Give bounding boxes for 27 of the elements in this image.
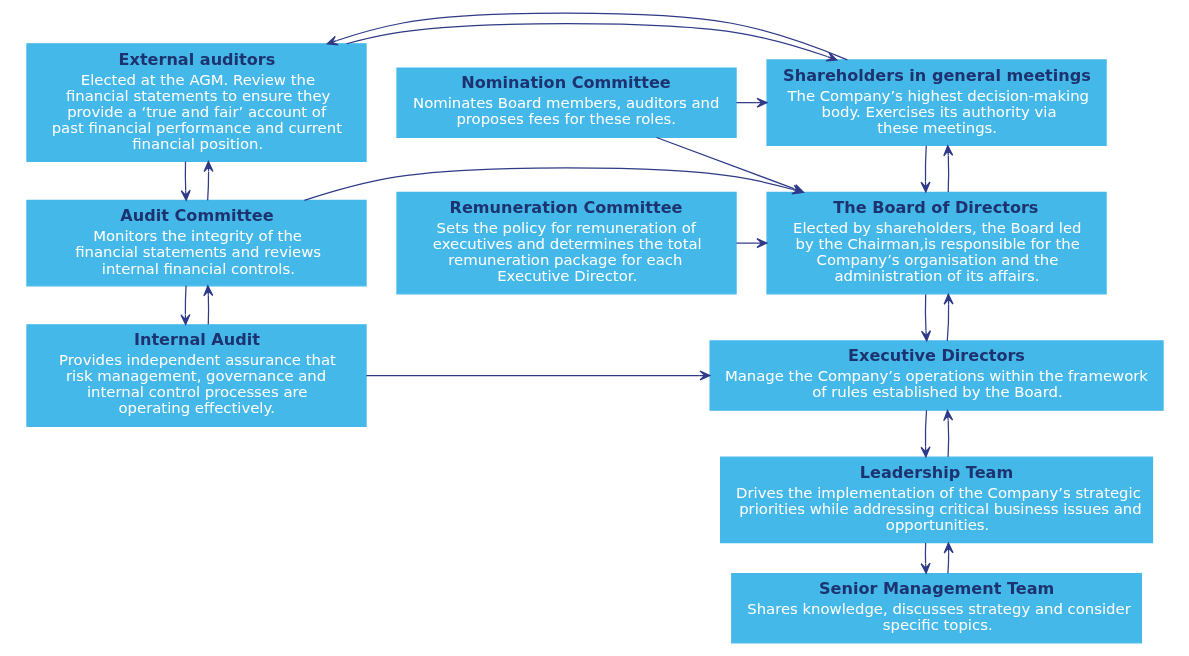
node-box: Nomination Committee Nominates Board members, auditors and proposes fees for these roles. [395,67,737,138]
node-box: Senior Management Team Shares knowledge, discusses strategy and consider specific topics. [730,572,1142,644]
arrow [943,293,954,342]
arrow [735,238,767,249]
arrow [920,409,931,458]
node-box: External auditors Elected at the AGM. Review the financial statements to ensure they provide a ‘true and fair’ account of past financial performance and current financial position. [25,43,367,163]
node-box: Audit Committee Monitors the integrity of the financial statements and reviews internal financial controls. [25,199,367,287]
node-box: Internal Audit Provides independent assurance that risk management, governance and internal control processes are operating effectively. [25,324,367,427]
arrow [920,542,931,574]
arrow [203,161,214,201]
arrow [943,542,954,574]
arrow [735,97,767,108]
arrow [365,370,711,381]
arrow [942,409,953,458]
node-box: Shareholders in general meetings The Company’s highest decision-making body. Exercises its authority via these meetings. [765,59,1107,146]
arrow [345,23,837,62]
arrow [919,145,931,193]
node-box: Executive Directors Manage the Company’s operations within the framework of rules established by the Board. [709,340,1164,411]
arrow [942,145,953,193]
arrow [202,285,213,326]
node-box: The Board of Directors Elected by shareholders, the Board led by the Chairman,is responsible for the Company’s organisation and the administration of its affairs. [765,191,1107,295]
node-box: Leadership Team Drives the implementation of the Company’s strategic priorities while addressing critical business issues and opportunities. [719,456,1153,544]
arrow [326,12,848,61]
arrow [920,293,931,342]
arrow [180,161,191,201]
arrow [179,285,190,326]
node-box: Remuneration Committee Sets the policy for remuneration of executives and determines the total remuneration package for each Executive Director. [395,191,737,295]
